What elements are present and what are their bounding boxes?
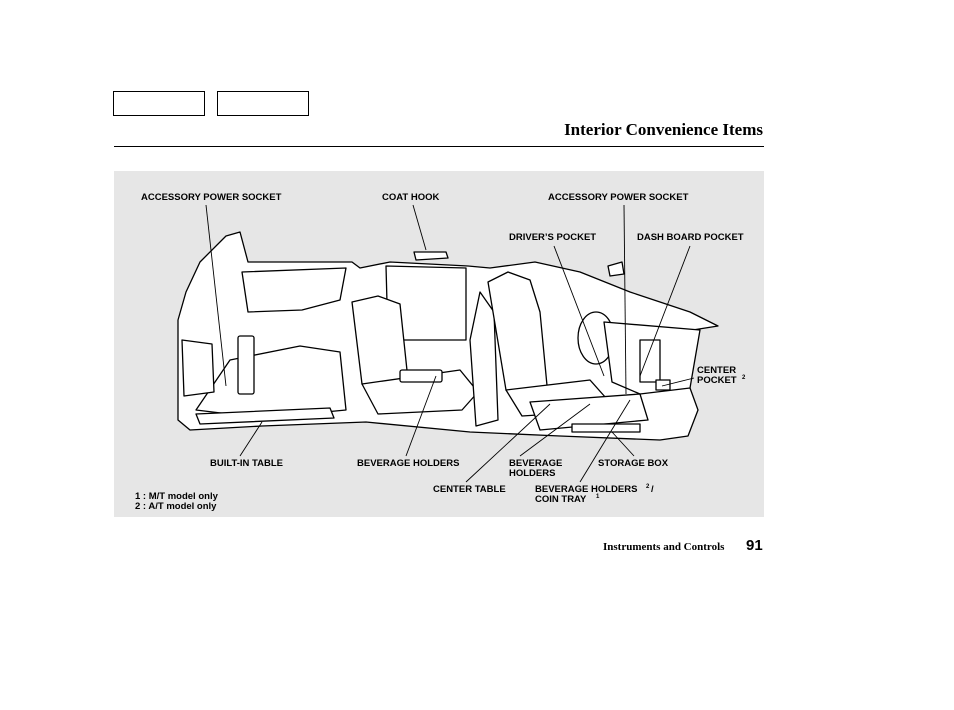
footnote-mt: 1 : M/T model only xyxy=(135,491,218,502)
label-center-pocket-sup: 2 xyxy=(742,375,746,381)
label-beverage-holders-coin-slash: / xyxy=(651,484,654,495)
label-coin-tray-sup: 1 xyxy=(596,494,600,500)
leader-center-pocket xyxy=(661,377,695,387)
label-coin-tray: COIN TRAY xyxy=(535,494,587,505)
label-beverage-holders-front-line1: BEVERAGE xyxy=(509,458,563,469)
label-drivers-pocket: DRIVER’S POCKET xyxy=(509,232,597,243)
leader-accessory-socket-right xyxy=(623,204,627,395)
label-center-table: CENTER TABLE xyxy=(433,484,506,495)
storage-box-lid xyxy=(571,423,641,433)
label-accessory-power-socket-left: ACCESSORY POWER SOCKET xyxy=(141,192,282,203)
center-pocket-box xyxy=(655,379,671,391)
leader-coat-hook xyxy=(412,204,427,251)
footer-section: Instruments and Controls xyxy=(603,541,725,553)
label-beverage-holders: BEVERAGE HOLDERS xyxy=(357,458,460,469)
label-center-pocket-line2: POCKET xyxy=(697,375,737,386)
floor-console xyxy=(529,393,649,431)
footnote-at: 2 : A/T model only xyxy=(135,501,217,512)
label-coat-hook: COAT HOOK xyxy=(382,192,440,203)
rear-seat-cushion xyxy=(361,369,479,415)
leader-coin-tray xyxy=(579,399,631,483)
leader-drivers-pocket xyxy=(553,245,605,377)
rear-trim xyxy=(237,335,255,395)
leader-built-in-table xyxy=(239,421,263,457)
leader-storage-box xyxy=(611,431,635,457)
nav-button-previous[interactable] xyxy=(113,91,205,116)
label-dash-board-pocket: DASH BOARD POCKET xyxy=(637,232,744,243)
label-accessory-power-socket-right: ACCESSORY POWER SOCKET xyxy=(548,192,689,203)
leader-dash-pocket xyxy=(639,245,691,377)
rear-beverage-holder xyxy=(399,369,443,383)
rear-quarter-window xyxy=(241,267,347,313)
rear-door-trim xyxy=(469,291,499,427)
nav-button-next[interactable] xyxy=(217,91,309,116)
leader-center-table xyxy=(465,403,551,483)
center-console-stack xyxy=(639,339,661,383)
leader-beverage-front xyxy=(519,403,591,457)
label-beverage-holders-coin-sup: 2 xyxy=(646,484,650,490)
label-beverage-holders-coin-line1: BEVERAGE HOLDERS xyxy=(535,484,638,495)
label-storage-box: STORAGE BOX xyxy=(598,458,669,469)
coat-hook-icon xyxy=(413,251,449,261)
title-divider xyxy=(114,146,764,147)
label-beverage-holders-front-line2: HOLDERS xyxy=(509,468,556,479)
leader-beverage-holders xyxy=(405,375,437,457)
page-title: Interior Convenience Items xyxy=(564,120,763,139)
label-built-in-table: BUILT-IN TABLE xyxy=(210,458,283,469)
tailgate-panel xyxy=(181,339,215,397)
page-number: 91 xyxy=(746,537,763,554)
leader-accessory-socket-left xyxy=(205,204,227,387)
label-center-pocket-line1: CENTER xyxy=(697,365,737,376)
rear-view-mirror xyxy=(607,261,625,277)
built-in-table-strip xyxy=(195,407,335,425)
